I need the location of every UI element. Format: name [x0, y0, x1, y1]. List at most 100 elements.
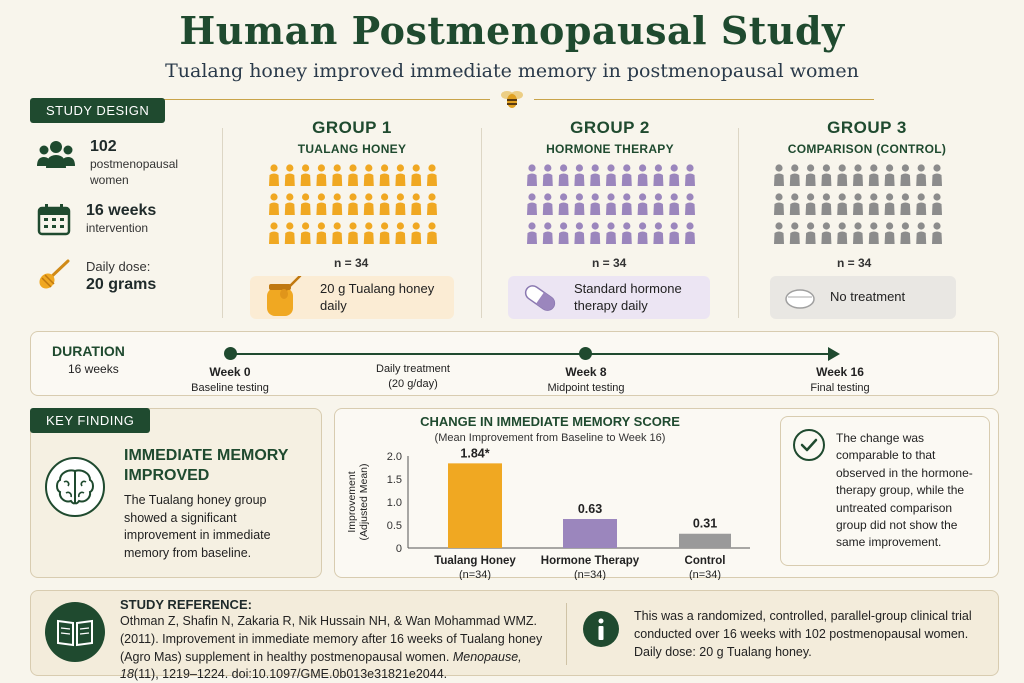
person-icon — [574, 222, 585, 244]
person-icon — [590, 164, 601, 186]
person-icon — [590, 193, 601, 215]
info-note-text: This was a randomized, controlled, paral… — [634, 609, 972, 659]
person-icon — [269, 193, 279, 215]
person-icon — [900, 193, 911, 215]
person-icon — [653, 164, 664, 186]
person-icon — [427, 164, 437, 186]
person-icon — [821, 222, 832, 244]
person-icon — [379, 164, 390, 186]
person-icon — [621, 193, 632, 215]
participants-count: 102 — [90, 138, 117, 155]
dose-item: Daily dose: 20 grams — [36, 258, 156, 294]
person-icon — [821, 164, 832, 186]
pill-capsule-icon — [524, 284, 556, 311]
person-icon — [900, 222, 911, 244]
person-icon — [395, 193, 406, 215]
person-icon — [574, 193, 585, 215]
person-icon — [669, 222, 680, 244]
person-icon — [916, 193, 927, 215]
reference-divider — [566, 603, 567, 665]
group-separator — [481, 128, 482, 318]
reference-volume: 18 — [120, 667, 134, 682]
bar-value-label: 0.31 — [693, 517, 717, 531]
group-3-treatment: No treatment — [770, 276, 956, 319]
y-tick-label: 1.5 — [387, 474, 402, 486]
reference-journal: Menopause, — [452, 649, 522, 664]
person-icon — [805, 222, 816, 244]
key-finding-heading-line1: IMMEDIATE MEMORY — [124, 447, 289, 464]
group-1-title: GROUP 1 — [312, 118, 392, 137]
group-2-treatment: Standard hormone therapy daily — [508, 276, 710, 319]
person-icon — [527, 164, 537, 186]
person-icon — [669, 193, 680, 215]
y-tick-label: 2.0 — [387, 451, 402, 463]
person-icon — [411, 222, 422, 244]
person-icon — [637, 193, 648, 215]
key-finding-body: The Tualang honey group showed a signifi… — [124, 493, 271, 560]
comparison-note-text: The change was comparable to that observ… — [836, 431, 973, 550]
duration-item: 16 weeks intervention — [36, 202, 156, 236]
person-icon — [300, 222, 311, 244]
participants-text: postmenopausal women — [90, 157, 179, 188]
person-icon — [669, 164, 680, 186]
y-tick-label: 0.5 — [387, 520, 402, 532]
person-icon — [395, 164, 406, 186]
group-2-name: HORMONE THERAPY — [546, 142, 674, 156]
group-1-header: GROUP 1 TUALANG HONEY — [232, 118, 472, 156]
page-subtitle: Tualang honey improved immediate memory … — [165, 60, 859, 82]
dose-label: Daily dose: — [86, 259, 151, 274]
person-icon — [527, 193, 537, 215]
person-icon — [300, 193, 311, 215]
person-icon — [932, 164, 942, 186]
group-3-title: GROUP 3 — [827, 118, 907, 137]
person-icon — [269, 222, 279, 244]
person-icon — [332, 222, 343, 244]
group-1-name: TUALANG HONEY — [297, 142, 407, 156]
daily-title: Daily treatment — [376, 363, 450, 375]
honey-dipper-icon — [39, 259, 70, 289]
person-icon — [527, 222, 537, 244]
page-title: Human Postmenopausal Study — [179, 8, 845, 53]
bar — [679, 533, 731, 548]
person-icon — [542, 222, 553, 244]
duration-label: DURATION — [52, 343, 125, 359]
participants-item: 102 postmenopausal women — [36, 138, 190, 188]
reference-authors: Othman Z, Shafin N, Zakaria R, Nik Hussa… — [120, 614, 543, 664]
person-icon — [884, 222, 895, 244]
person-icon — [411, 193, 422, 215]
group-3-name: COMPARISON (CONTROL) — [787, 142, 947, 156]
person-icon — [774, 222, 784, 244]
group-1-treatment-text: 20 g Tualang honey daily — [320, 280, 435, 313]
person-icon — [884, 164, 895, 186]
x-category-n-label: (n=34) — [689, 569, 721, 580]
person-icon — [685, 193, 695, 215]
person-icon — [774, 193, 784, 215]
group-3-people-icons — [774, 164, 942, 244]
person-icon — [590, 222, 601, 244]
person-icon — [685, 222, 695, 244]
person-icon — [606, 193, 616, 215]
person-icon — [685, 164, 695, 186]
group-1-people-icons — [269, 164, 437, 244]
week16-label: Week 16 Final testing — [790, 364, 890, 397]
key-finding-label: KEY FINDING — [30, 408, 151, 433]
person-icon — [542, 193, 553, 215]
person-icon — [653, 193, 664, 215]
x-category-n-label: (n=34) — [574, 569, 606, 580]
group-2-n: n = 34 — [592, 256, 627, 270]
person-icon — [900, 164, 911, 186]
timeline-line — [230, 353, 830, 355]
group-3-treatment-text: No treatment — [830, 289, 906, 305]
person-icon — [379, 193, 390, 215]
group-2-title: GROUP 2 — [570, 118, 650, 137]
person-icon — [316, 164, 327, 186]
person-icon — [868, 164, 879, 186]
person-icon — [868, 193, 879, 215]
person-icon — [427, 222, 437, 244]
duration-value: 16 weeks — [86, 202, 157, 219]
bar — [563, 519, 617, 548]
person-icon — [932, 193, 942, 215]
duration-text: intervention — [86, 221, 149, 235]
person-icon — [558, 193, 569, 215]
